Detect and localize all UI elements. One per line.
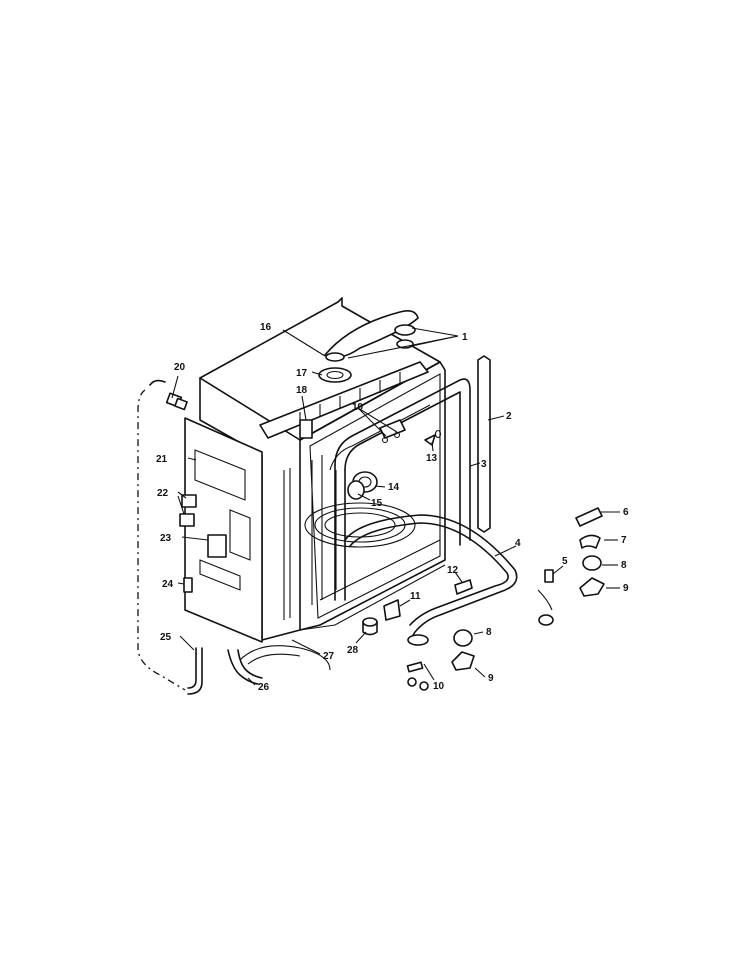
leader-lines [171, 327, 620, 686]
knob-part-8a [582, 555, 602, 571]
callout-4: 4 [515, 538, 521, 549]
callout-7: 7 [621, 535, 627, 546]
callout-23: 23 [160, 533, 172, 544]
spray-hub-part-17 [318, 367, 352, 383]
cap-part-9b [451, 651, 475, 671]
spray-tube-part-18 [259, 361, 429, 439]
callout-8a: 8 [621, 560, 627, 571]
callout-17: 17 [296, 368, 308, 379]
heating-element-part-4 [344, 514, 518, 646]
callout-22: 22 [157, 488, 169, 499]
clip-part-10 [406, 661, 429, 691]
callout-14: 14 [388, 482, 400, 493]
callout-2: 2 [506, 411, 512, 422]
callout-20: 20 [174, 362, 186, 373]
callout-1: 1 [462, 332, 468, 343]
drain-hose-dashed [137, 389, 186, 691]
callout-13: 13 [426, 453, 438, 464]
hose-part-25 [187, 647, 203, 695]
callouts: 1 2 3 4 5 6 7 8 9 8 9 10 11 12 13 14 15 … [156, 322, 629, 693]
callout-6: 6 [623, 507, 629, 518]
callout-26: 26 [258, 682, 270, 693]
sensor-part-28 [362, 617, 378, 636]
screw-part-5 [537, 569, 554, 626]
callout-3: 3 [481, 459, 487, 470]
callout-12: 12 [447, 565, 459, 576]
callout-18: 18 [296, 385, 308, 396]
bracket-part-12 [454, 579, 473, 595]
callout-25: 25 [160, 632, 172, 643]
door-gasket-part-3 [334, 378, 471, 601]
sensor-part-11 [383, 599, 401, 621]
fitting-part-24 [183, 577, 193, 593]
side-panel-part-21 [184, 417, 263, 643]
callout-5: 5 [562, 556, 568, 567]
callout-9a: 9 [623, 583, 629, 594]
callout-9b: 9 [488, 673, 494, 684]
bracket-part-6 [575, 507, 603, 527]
clip-part-7 [579, 534, 601, 549]
callout-8b: 8 [486, 627, 492, 638]
callout-21: 21 [156, 454, 168, 465]
callout-11: 11 [410, 591, 421, 602]
fastener-part-13 [424, 429, 442, 446]
callout-28: 28 [347, 645, 359, 656]
callout-24: 24 [162, 579, 174, 590]
hose-part-20 [149, 379, 188, 411]
callout-16: 16 [260, 322, 272, 333]
fitting-part-23 [207, 534, 227, 558]
callout-15: 15 [371, 498, 383, 509]
side-gasket-part-2 [477, 355, 491, 533]
callout-19: 19 [352, 402, 364, 413]
callout-10: 10 [433, 681, 445, 692]
cap-part-9a [579, 577, 605, 597]
callout-27: 27 [323, 651, 335, 662]
knob-part-8b [453, 629, 473, 647]
